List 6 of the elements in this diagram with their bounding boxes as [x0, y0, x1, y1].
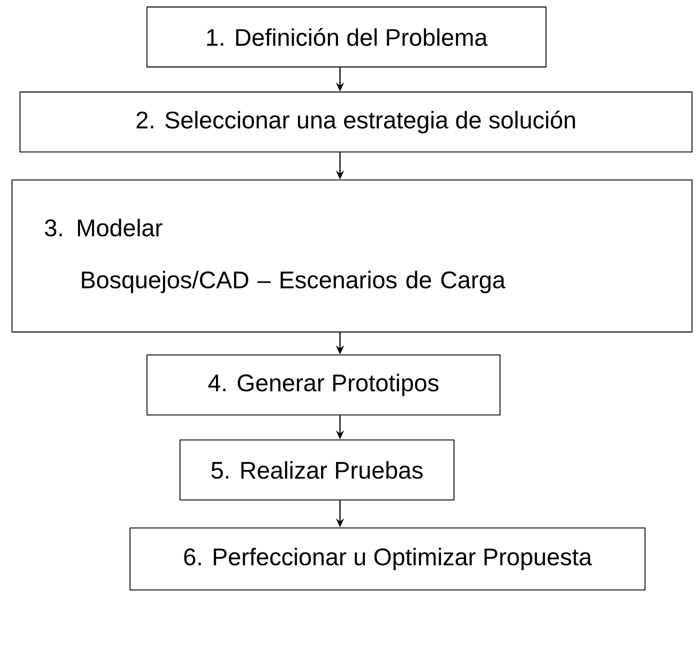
process-box: 1. Definición del Problema — [146, 6, 546, 68]
process-box: 2. Seleccionar una estrategia de solución — [20, 92, 692, 152]
process-box: 3. Modelar Bosquejos/CAD – Escenarios de Carga — [12, 180, 692, 332]
process-box: 6. Perfeccionar u Optimizar Propuesta — [130, 528, 646, 590]
process-box: 4. Generar Prototipos — [146, 354, 500, 416]
process-box: 5. Realizar Pruebas — [180, 440, 454, 500]
